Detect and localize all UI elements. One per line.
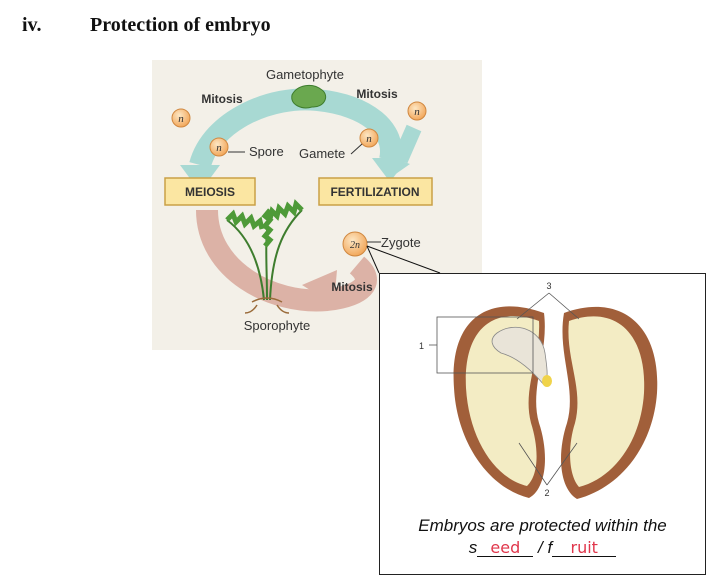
meiosis-box [164, 177, 256, 206]
fertilization-label: FERTILIZATION [330, 185, 419, 199]
svg-text:n: n [366, 133, 372, 145]
svg-text:n: n [178, 113, 184, 125]
section-number: iv. [22, 14, 42, 36]
gamete-arrowhead [384, 155, 410, 178]
spore-label: Spore [249, 144, 284, 159]
gamete-leader-line [350, 143, 363, 155]
fern-sporophyte-icon [225, 199, 304, 314]
mitosis-left-label: Mitosis [201, 92, 243, 106]
gametophyte-plant-icon [291, 84, 327, 109]
diploid-zygote: 2n [342, 231, 368, 257]
section-title: Protection of embryo [90, 14, 271, 36]
label-2-leader-right [546, 442, 578, 486]
sporophyte-arc [196, 209, 377, 312]
svg-text:n: n [216, 142, 222, 154]
sporophyte-label: Sporophyte [244, 318, 311, 333]
label-3-leader-right [548, 292, 580, 320]
mitosis-right-label: Mitosis [356, 87, 398, 101]
gametophyte-label: Gametophyte [266, 67, 344, 82]
svg-text:2n: 2n [350, 240, 360, 251]
embryo-tip [542, 375, 552, 387]
haploid-gamete-top: n [407, 101, 427, 121]
sporophyte-arrowhead [302, 270, 337, 305]
zygote-label: Zygote [381, 235, 421, 250]
gamete-label: Gamete [299, 146, 345, 161]
svg-text:n: n [414, 106, 420, 118]
label-1: 1 [419, 341, 424, 351]
caption-line-1: Embryos are protected within the [418, 516, 667, 535]
seed-cross-section: 1 3 2 [379, 273, 706, 575]
mitosis-bottom-label: Mitosis [331, 280, 373, 294]
meiosis-label: MEIOSIS [185, 185, 235, 199]
fertilization-box [318, 177, 433, 206]
haploid-spore: n [209, 137, 229, 157]
label-2-leader-left [518, 442, 548, 486]
seed-answer-handwritten: eed [477, 539, 534, 557]
seed-figure: 1 3 2 Embryos are protected within the s… [379, 273, 706, 575]
haploid-gamete: n [359, 128, 379, 148]
fruit-answer-handwritten: ruit [552, 539, 617, 557]
label-3: 3 [546, 281, 551, 291]
caption-separator: / f [538, 538, 553, 557]
label-2: 2 [544, 488, 549, 498]
label-3-leader-left [516, 292, 550, 320]
haploid-spore-top: n [171, 108, 191, 128]
cotyledon-right [568, 316, 645, 487]
caption-seed-prefix: s [468, 538, 478, 557]
gamete-arrow [392, 124, 422, 164]
